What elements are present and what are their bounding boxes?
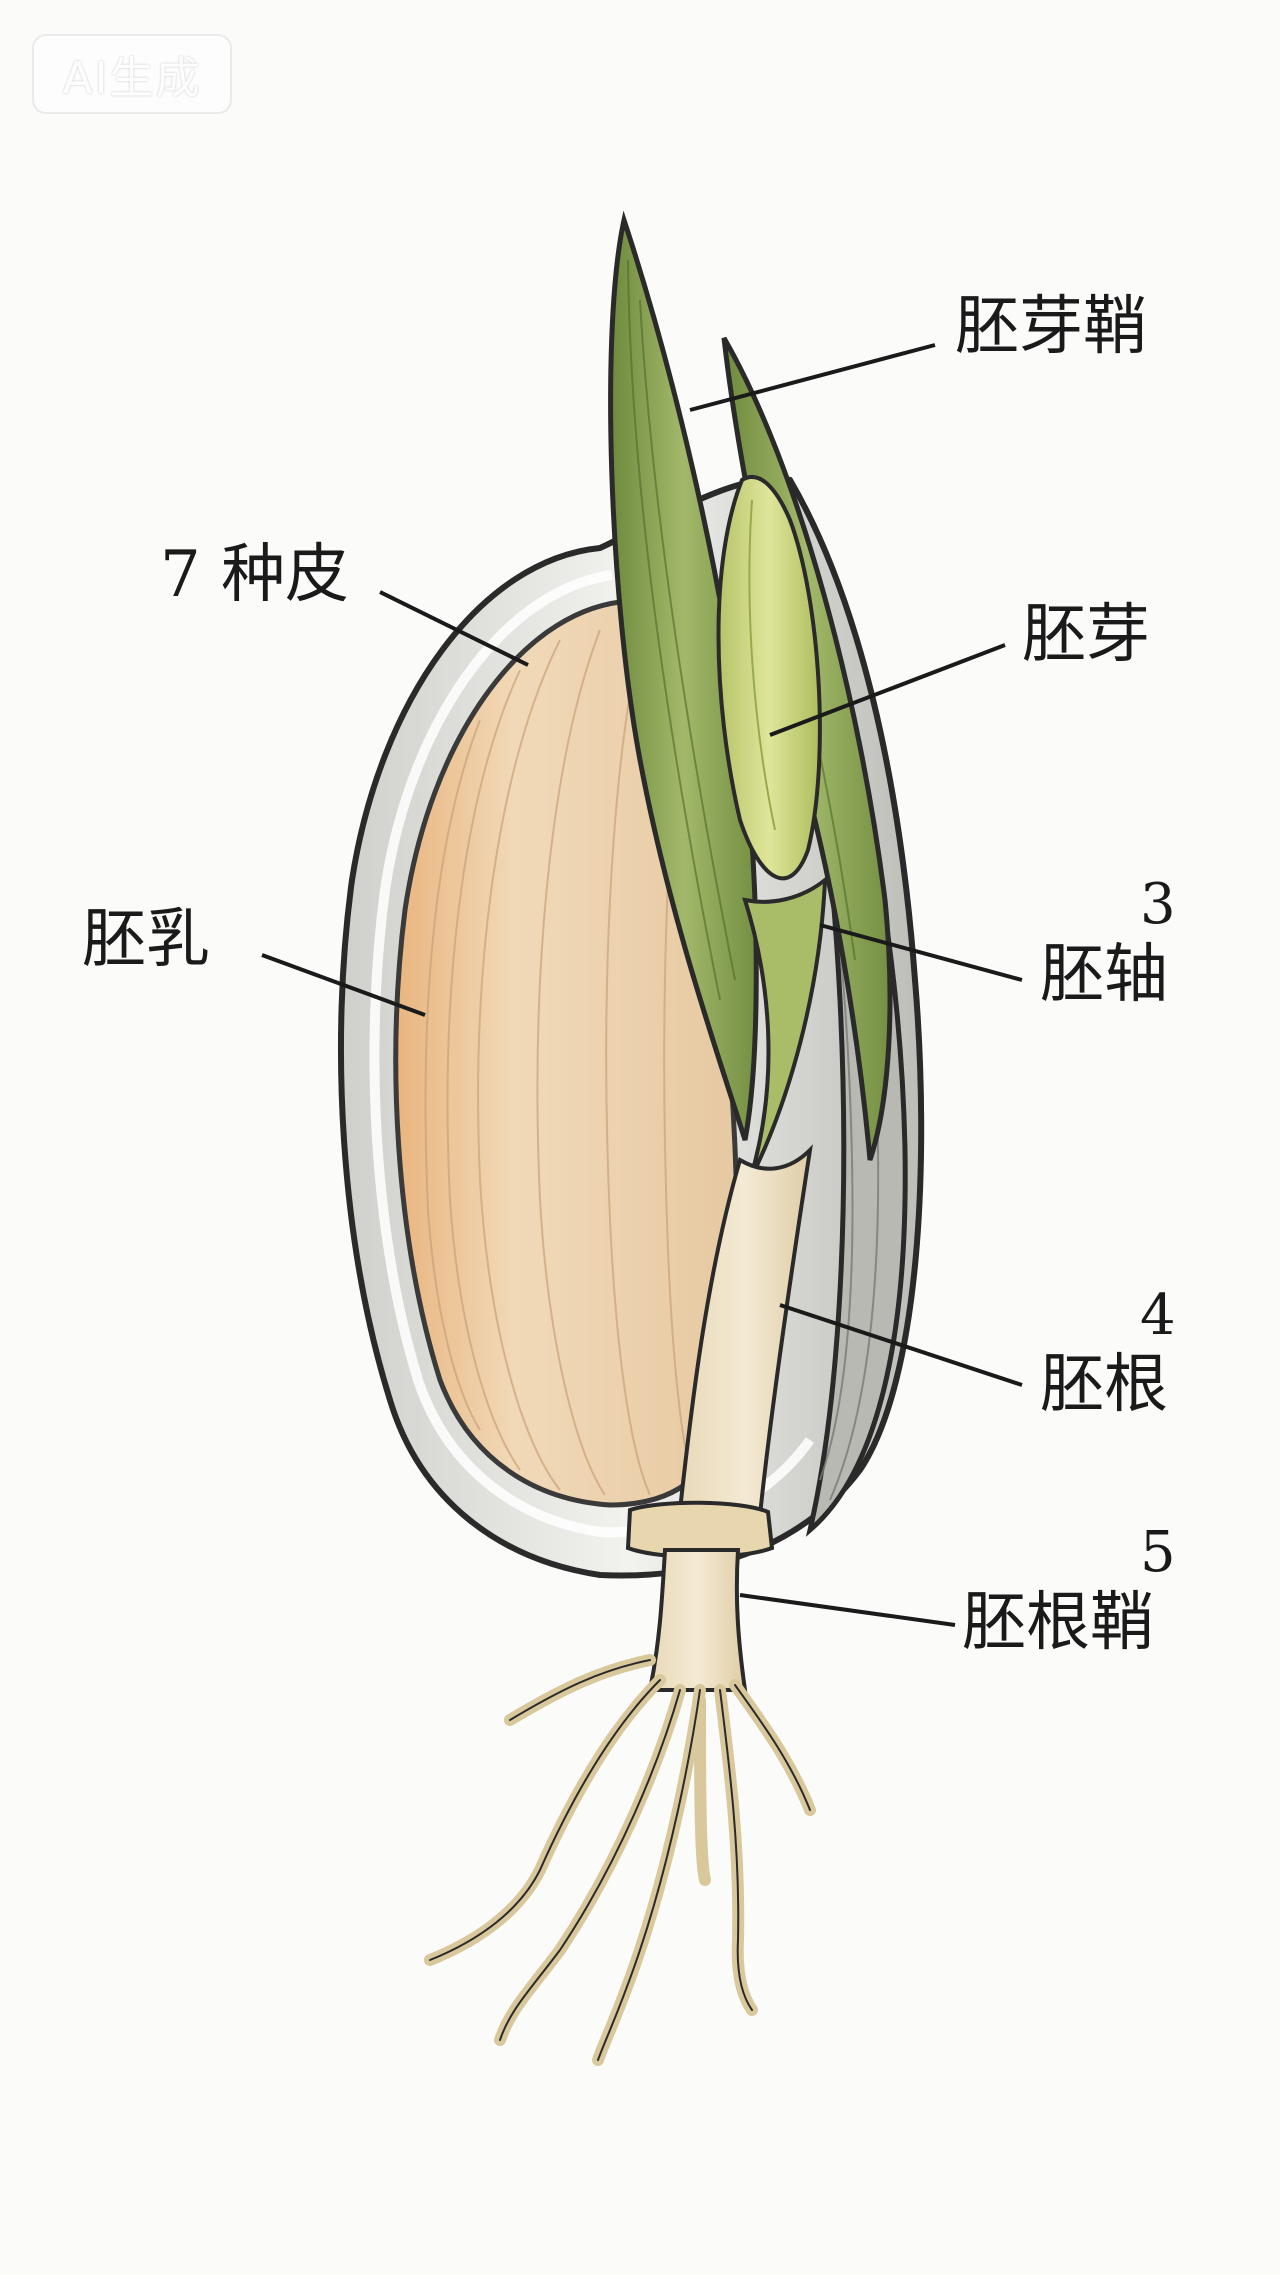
label-radicle: 胚根 (1040, 1348, 1168, 1422)
coleoptile-shape (608, 210, 759, 1141)
ai-watermark: AI生成 (32, 34, 232, 114)
radicle-shape (677, 1144, 813, 1518)
leader-plumule (769, 643, 1006, 737)
leader-endosperm (261, 953, 426, 1017)
leader-seed-coat (379, 590, 529, 667)
label-hypocotyl-number: 3 (1140, 872, 1176, 937)
label-radicle-number: 4 (1140, 1283, 1176, 1348)
leader-coleorhiza (739, 1593, 956, 1627)
leader-coleoptile (689, 343, 936, 412)
leader-hypocotyl (819, 923, 1023, 982)
label-coleorhiza: 胚根鞘 (962, 1586, 1154, 1660)
label-coleoptile: 胚芽鞘 (955, 290, 1147, 364)
label-plumule: 胚芽 (1022, 598, 1150, 672)
label-coleorhiza-number: 5 (1140, 1520, 1176, 1585)
plumule-shape (716, 474, 822, 881)
leader-lines (261, 343, 1023, 1627)
roots (424, 1548, 816, 2066)
label-seed-coat: 7 种皮 (160, 538, 350, 612)
label-endosperm: 胚乳 (82, 903, 210, 977)
label-hypocotyl: 胚轴 (1040, 938, 1168, 1012)
leader-radicle (779, 1303, 1023, 1387)
